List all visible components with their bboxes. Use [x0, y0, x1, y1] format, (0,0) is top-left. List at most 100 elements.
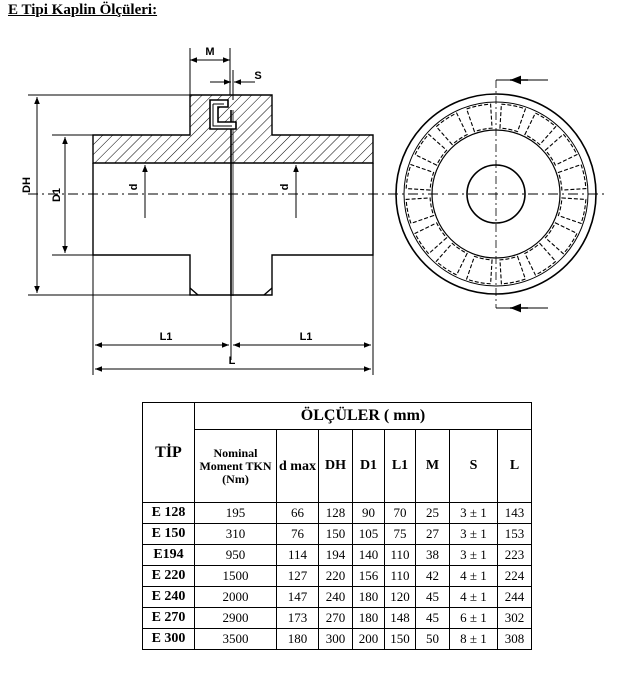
- value-cell: 6 ± 1: [449, 607, 498, 629]
- value-cell: 38: [415, 544, 450, 566]
- coupling-front-view: [395, 75, 597, 313]
- value-cell: 2000: [194, 586, 277, 608]
- dimensions-table: TİP ÖLÇÜLER ( mm) Nominal Moment TKN (Nm…: [142, 402, 532, 650]
- label-l1-left: L1: [160, 331, 173, 343]
- column-header: Nominal Moment TKN (Nm): [194, 429, 277, 503]
- value-cell: 194: [318, 544, 353, 566]
- dim-m: [189, 48, 231, 95]
- value-cell: 147: [276, 586, 319, 608]
- tip-cell: E 220: [142, 565, 195, 587]
- rubber-segment: [435, 242, 468, 276]
- tip-cell: E 300: [142, 628, 195, 650]
- value-cell: 223: [497, 544, 532, 566]
- value-cell: 127: [276, 565, 319, 587]
- label-s: S: [254, 70, 261, 82]
- value-cell: 244: [497, 586, 532, 608]
- rubber-segment: [499, 103, 527, 133]
- value-cell: 180: [352, 586, 385, 608]
- value-cell: 105: [352, 523, 385, 545]
- rubber-segment: [435, 112, 468, 146]
- rubber-segment: [499, 255, 527, 285]
- group-header: ÖLÇÜLER ( mm): [194, 402, 532, 430]
- value-cell: 195: [194, 502, 277, 524]
- value-cell: 300: [318, 628, 353, 650]
- rubber-segment: [405, 197, 435, 225]
- value-cell: 76: [276, 523, 319, 545]
- label-dh: DH: [21, 177, 33, 193]
- value-cell: 308: [497, 628, 532, 650]
- label-l: L: [229, 355, 236, 367]
- value-cell: 3 ± 1: [449, 523, 498, 545]
- value-cell: 220: [318, 565, 353, 587]
- value-cell: 240: [318, 586, 353, 608]
- value-cell: 45: [415, 586, 450, 608]
- value-cell: 42: [415, 565, 450, 587]
- page-title: E Tipi Kaplin Ölçüleri:: [8, 2, 158, 18]
- value-cell: 66: [276, 502, 319, 524]
- col-tip-header: TİP: [142, 402, 195, 503]
- value-cell: 270: [318, 607, 353, 629]
- value-cell: 150: [318, 523, 353, 545]
- tip-cell: E 128: [142, 502, 195, 524]
- value-cell: 128: [318, 502, 353, 524]
- value-cell: 143: [497, 502, 532, 524]
- value-cell: 224: [497, 565, 532, 587]
- rubber-segment: [405, 163, 435, 191]
- value-cell: 173: [276, 607, 319, 629]
- rubber-segment: [524, 242, 557, 276]
- value-cell: 150: [384, 628, 416, 650]
- value-cell: 3500: [194, 628, 277, 650]
- value-cell: 310: [194, 523, 277, 545]
- value-cell: 2900: [194, 607, 277, 629]
- value-cell: 302: [497, 607, 532, 629]
- value-cell: 180: [352, 607, 385, 629]
- value-cell: 90: [352, 502, 385, 524]
- value-cell: 110: [384, 565, 416, 587]
- label-d-right: d: [279, 184, 291, 191]
- value-cell: 50: [415, 628, 450, 650]
- coupling-drawing: M S DH D1 d d L1 L1 L: [21, 46, 604, 375]
- column-header: D1: [352, 429, 385, 503]
- value-cell: 3 ± 1: [449, 502, 498, 524]
- rubber-segments: [405, 103, 587, 285]
- column-header: L1: [384, 429, 416, 503]
- rubber-segment: [544, 222, 578, 255]
- value-cell: 180: [276, 628, 319, 650]
- value-cell: 25: [415, 502, 450, 524]
- value-cell: 8 ± 1: [449, 628, 498, 650]
- rubber-segment: [524, 112, 557, 146]
- dim-dh: [28, 94, 190, 296]
- coupling-side-view: [92, 94, 374, 296]
- value-cell: 3 ± 1: [449, 544, 498, 566]
- value-cell: 27: [415, 523, 450, 545]
- column-header: M: [415, 429, 450, 503]
- label-l1-right: L1: [300, 331, 313, 343]
- value-cell: 156: [352, 565, 385, 587]
- value-cell: 950: [194, 544, 277, 566]
- value-cell: 4 ± 1: [449, 565, 498, 587]
- tip-cell: E 270: [142, 607, 195, 629]
- value-cell: 70: [384, 502, 416, 524]
- dim-s: [210, 70, 255, 100]
- rubber-segment: [557, 197, 587, 225]
- dim-l: [92, 255, 374, 375]
- column-header: DH: [318, 429, 353, 503]
- tip-cell: E 150: [142, 523, 195, 545]
- value-cell: 110: [384, 544, 416, 566]
- dim-d1: [52, 134, 93, 256]
- tip-cell: E 240: [142, 586, 195, 608]
- value-cell: 200: [352, 628, 385, 650]
- rubber-segment: [557, 163, 587, 191]
- value-cell: 45: [415, 607, 450, 629]
- value-cell: 153: [497, 523, 532, 545]
- label-d1: D1: [51, 188, 63, 202]
- rubber-segment: [544, 133, 578, 166]
